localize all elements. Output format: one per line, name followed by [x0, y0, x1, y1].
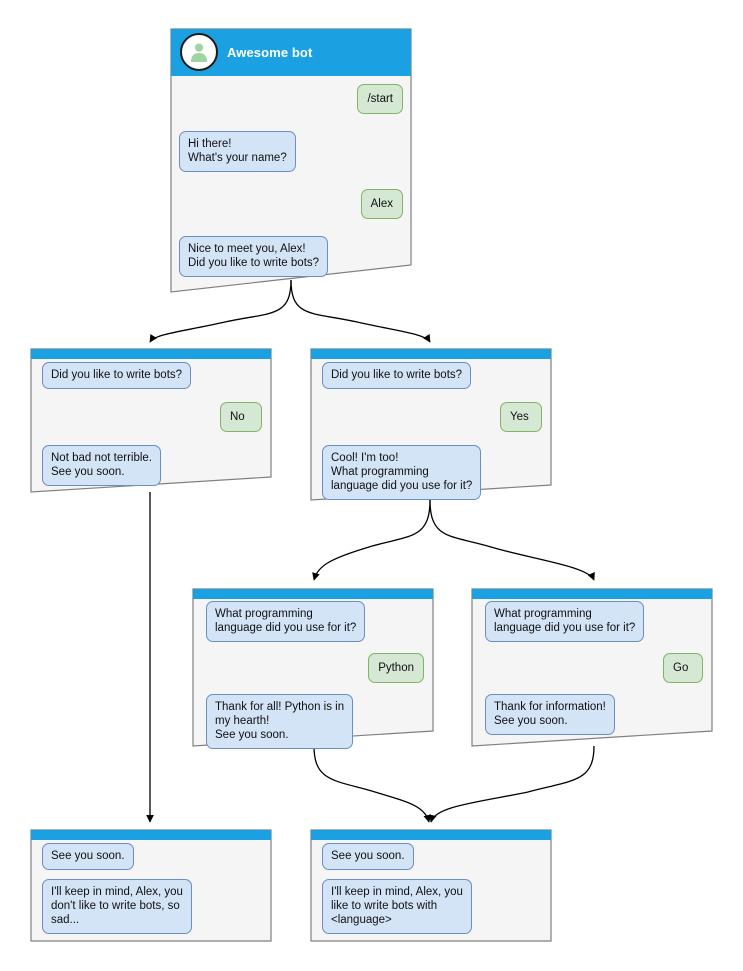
message-row: Hi there! What's your name? — [179, 131, 403, 172]
bot-message-bubble[interactable]: Thank for information! See you soon. — [485, 694, 615, 735]
bot-message-bubble[interactable]: See you soon. — [322, 843, 414, 870]
node-yes-branch-messages: Did you like to write bots? Yes Cool! I'… — [322, 362, 542, 500]
node-yes-branch-content: Did you like to write bots? Yes Cool! I'… — [310, 348, 552, 501]
edge-yes-to-go — [429, 499, 595, 581]
user-message-bubble[interactable]: Yes — [500, 402, 542, 432]
node-start-content: Awesome bot /start Hi there! What's your… — [170, 28, 412, 293]
user-message-bubble[interactable]: No — [220, 402, 262, 432]
message-row: What programming language did you use fo… — [485, 601, 703, 642]
node-end-sad-content: See you soon. I'll keep in mind, Alex, y… — [30, 829, 272, 942]
node-end-sad-messages: See you soon. I'll keep in mind, Alex, y… — [42, 843, 262, 934]
message-row: Alex — [179, 189, 403, 219]
bot-message-bubble[interactable]: Nice to meet you, Alex! Did you like to … — [179, 236, 329, 277]
user-message-bubble[interactable]: Python — [368, 653, 424, 683]
message-row: Cool! I'm too! What programming language… — [322, 445, 542, 500]
person-avatar-icon — [180, 33, 218, 71]
message-row: /start — [179, 84, 403, 114]
node-start[interactable]: Awesome bot /start Hi there! What's your… — [170, 28, 412, 293]
message-row: Thank for all! Python is in my hearth! S… — [206, 694, 424, 749]
node-yes-branch[interactable]: Did you like to write bots? Yes Cool! I'… — [310, 348, 552, 501]
message-row: Nice to meet you, Alex! Did you like to … — [179, 236, 403, 277]
node-end-sad[interactable]: See you soon. I'll keep in mind, Alex, y… — [30, 829, 272, 942]
user-message-bubble[interactable]: /start — [357, 84, 403, 114]
bot-message-bubble[interactable]: Did you like to write bots? — [42, 362, 192, 389]
node-start-header: Awesome bot — [170, 28, 412, 76]
bot-message-bubble[interactable]: See you soon. — [42, 843, 134, 870]
node-end-happy-messages: See you soon. I'll keep in mind, Alex, y… — [322, 843, 542, 934]
node-go-branch-messages: What programming language did you use fo… — [485, 601, 703, 735]
node-go-branch-content: What programming language did you use fo… — [471, 588, 713, 747]
edge-python-to-end-happy — [313, 745, 432, 823]
bot-message-bubble[interactable]: Hi there! What's your name? — [179, 131, 296, 172]
node-end-happy-content: See you soon. I'll keep in mind, Alex, y… — [310, 829, 552, 942]
node-start-messages: /start Hi there! What's your name? Alex … — [179, 84, 403, 277]
bot-message-bubble[interactable]: Thank for all! Python is in my hearth! S… — [206, 694, 354, 749]
bot-message-bubble[interactable]: I'll keep in mind, Alex, you like to wri… — [322, 879, 472, 934]
bot-title: Awesome bot — [227, 44, 313, 60]
node-no-branch[interactable]: Did you like to write bots? No Not bad n… — [30, 348, 272, 493]
node-python-branch[interactable]: What programming language did you use fo… — [192, 588, 434, 749]
bot-message-bubble[interactable]: What programming language did you use fo… — [206, 601, 366, 642]
edge-yes-to-python — [312, 499, 431, 581]
bot-message-bubble[interactable]: Not bad not terrible. See you soon. — [42, 445, 162, 486]
node-no-branch-messages: Did you like to write bots? No Not bad n… — [42, 362, 262, 486]
user-message-bubble[interactable]: Alex — [360, 189, 403, 219]
node-end-happy[interactable]: See you soon. I'll keep in mind, Alex, y… — [310, 829, 552, 942]
node-no-branch-content: Did you like to write bots? No Not bad n… — [30, 348, 272, 493]
bot-message-bubble[interactable]: Cool! I'm too! What programming language… — [322, 445, 482, 500]
message-row: No — [42, 402, 262, 432]
node-go-branch[interactable]: What programming language did you use fo… — [471, 588, 713, 747]
message-row: Yes — [322, 402, 542, 432]
message-row: See you soon. — [322, 843, 542, 870]
message-row: Not bad not terrible. See you soon. — [42, 445, 262, 486]
message-row: Thank for information! See you soon. — [485, 694, 703, 735]
message-row: Did you like to write bots? — [42, 362, 262, 389]
message-row: Did you like to write bots? — [322, 362, 542, 389]
bot-message-bubble[interactable]: Did you like to write bots? — [322, 362, 472, 389]
message-row: Go — [485, 653, 703, 683]
bot-message-bubble[interactable]: What programming language did you use fo… — [485, 601, 645, 642]
message-row: I'll keep in mind, Alex, you don't like … — [42, 879, 262, 934]
bot-message-bubble[interactable]: I'll keep in mind, Alex, you don't like … — [42, 879, 192, 934]
node-python-branch-content: What programming language did you use fo… — [192, 588, 434, 749]
message-row: See you soon. — [42, 843, 262, 870]
user-message-bubble[interactable]: Go — [663, 653, 703, 683]
message-row: What programming language did you use fo… — [206, 601, 424, 642]
message-row: Python — [206, 653, 424, 683]
edge-go-to-end-happy — [428, 745, 595, 823]
node-python-branch-messages: What programming language did you use fo… — [206, 601, 424, 749]
message-row: I'll keep in mind, Alex, you like to wri… — [322, 879, 542, 934]
